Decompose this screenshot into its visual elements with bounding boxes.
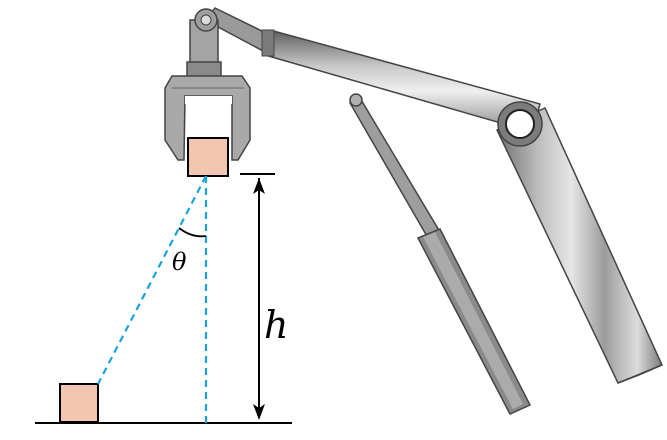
- sight-line-dashed: [97, 175, 207, 385]
- ground-box: [59, 383, 99, 423]
- elbow-pin: [505, 109, 535, 139]
- gripper-claw: [164, 75, 251, 161]
- wrist: [186, 8, 222, 81]
- held-box: [187, 137, 229, 177]
- angle-arc: [178, 227, 207, 238]
- lower-arm: [495, 107, 664, 384]
- upper-arm: [203, 7, 541, 133]
- height-label: h: [264, 303, 288, 347]
- angle-label: θ: [172, 248, 187, 276]
- height-dimension: [240, 173, 275, 420]
- hydraulic-strut: [348, 93, 532, 415]
